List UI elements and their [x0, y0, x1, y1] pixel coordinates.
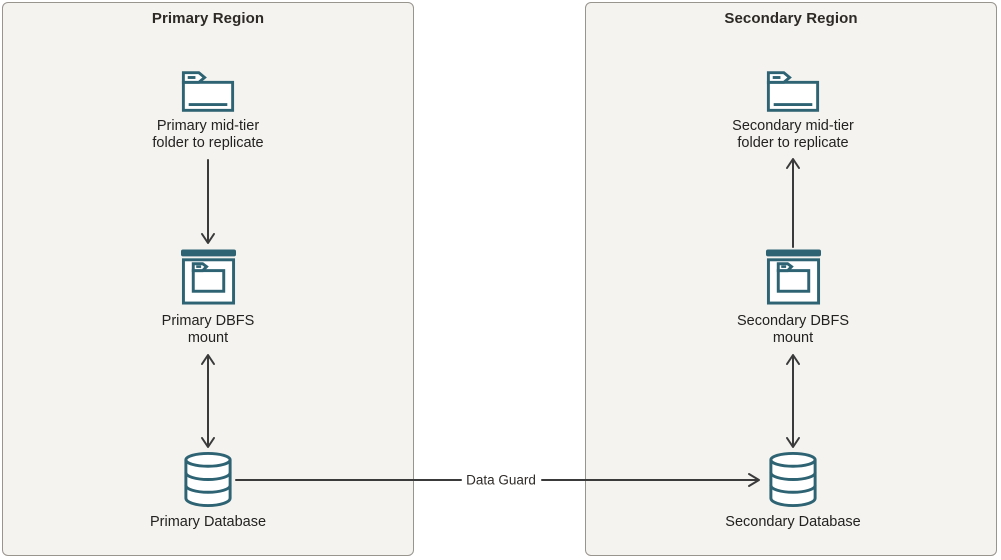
primary-region-title: Primary Region — [151, 10, 265, 27]
primary-folder-label: Primary mid-tier folder to replicate — [152, 118, 264, 151]
secondary-dbfs-label: Secondary DBFS mount — [736, 313, 850, 346]
primary-dbfs-label: Primary DBFS mount — [161, 313, 255, 346]
data-guard-label: Data Guard — [466, 472, 536, 488]
folder-icon — [766, 71, 820, 112]
secondary-database-label: Secondary Database — [725, 514, 861, 530]
dbfs-mount-icon — [180, 249, 237, 305]
secondary-region-title: Secondary Region — [724, 10, 858, 27]
database-icon — [184, 451, 232, 508]
primary-database-label: Primary Database — [149, 514, 267, 530]
database-icon — [769, 451, 817, 508]
dbfs-mount-icon — [765, 249, 822, 305]
secondary-folder-label: Secondary mid-tier folder to replicate — [732, 118, 854, 151]
folder-icon — [181, 71, 235, 112]
